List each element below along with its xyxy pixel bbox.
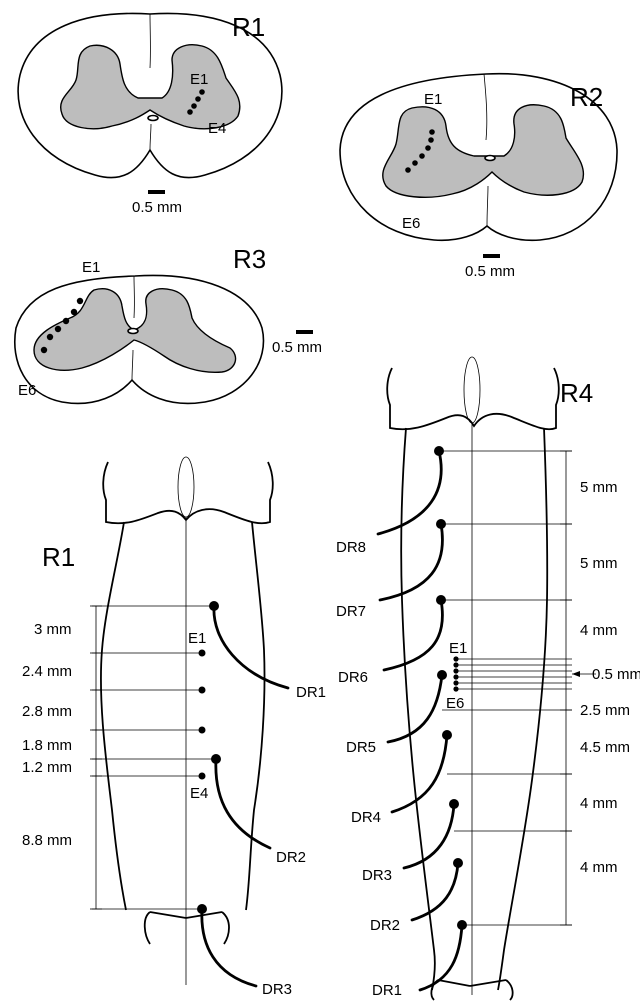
r4-cord-label: R4: [560, 378, 593, 408]
r4-distance-label: 2.5 mm: [580, 702, 630, 719]
r1-section-e4-label: E4: [208, 120, 226, 137]
r1-dr1-root: [214, 606, 288, 688]
r1-cord-right-edge: [246, 522, 265, 910]
r3-section-electrode: [77, 298, 83, 304]
r4-dr8-label: DR8: [336, 539, 366, 556]
r4-distance-label: 5 mm: [580, 555, 618, 572]
r2-section-electrode: [425, 145, 431, 151]
r1-section-electrode: [187, 109, 193, 115]
r3-central-canal: [128, 329, 138, 334]
r3-cross-section: E1 E6 R3 0.5 mm: [15, 244, 322, 403]
r1-section-electrode: [191, 103, 197, 109]
r4-cord-right-edge: [498, 428, 547, 990]
r3-section-electrode: [55, 326, 61, 332]
r2-section-electrode: [428, 137, 434, 143]
r1-cord-cuff-right: [186, 912, 229, 944]
r4-dr7-root: [380, 524, 442, 600]
r1-dr3-root: [202, 909, 256, 986]
r4-cord-cap: [387, 368, 559, 429]
r1-distance-label: 8.8 mm: [22, 832, 72, 849]
r3-section-electrode: [63, 318, 69, 324]
r4-distance-label: 4 mm: [580, 795, 618, 812]
r1-cord-left-edge: [101, 522, 126, 910]
r2-scale-label: 0.5 mm: [465, 263, 515, 280]
r3-section-electrode: [47, 334, 53, 340]
r4-dr7-label: DR7: [336, 603, 366, 620]
r4-cord-cap-ellipse: [464, 357, 480, 423]
r2-section-electrode: [419, 153, 425, 159]
r1-distance-label: 3 mm: [34, 621, 72, 638]
r2-section-e6-label: E6: [402, 215, 420, 232]
r4-cord-electrodes: [453, 656, 458, 691]
r1-cord-e1-label: E1: [188, 630, 206, 647]
r1-distance-label: 1.2 mm: [22, 759, 72, 776]
r2-scale-bar: [483, 254, 500, 258]
r4-dr2-label: DR2: [370, 917, 400, 934]
r4-dr6-root: [384, 600, 442, 670]
r2-central-canal: [485, 156, 495, 161]
r3-scale-label: 0.5 mm: [272, 339, 322, 356]
r4-distance-label: 4.5 mm: [580, 739, 630, 756]
r1-cord-cuff-left: [145, 912, 186, 944]
r1-distance-label: 2.8 mm: [22, 703, 72, 720]
r4-cord-left-edge: [401, 428, 435, 990]
r1-section-e1-label: E1: [190, 71, 208, 88]
r4-dr6-label: DR6: [338, 669, 368, 686]
r4-dr1-label: DR1: [372, 982, 402, 999]
r1-dr3-label: DR3: [262, 981, 292, 998]
r2-section-electrode: [429, 129, 435, 135]
r3-section-electrode: [41, 347, 47, 353]
r4-dr2-root: [412, 863, 458, 920]
r1-cord-e4-label: E4: [190, 785, 208, 802]
r4-cord-cuff-right: [470, 980, 513, 1000]
r2-section-label: R2: [570, 82, 603, 112]
r3-section-label: R3: [233, 244, 266, 274]
r4-dr4-label: DR4: [351, 809, 381, 826]
r2-section-electrode: [405, 167, 411, 173]
r4-dr5-label: DR5: [346, 739, 376, 756]
r4-dimension-lines: [439, 451, 596, 925]
r4-distance-label: 0.5 mm: [592, 666, 640, 683]
r1-cord-cap: [103, 462, 273, 523]
r1-section-electrode: [199, 89, 205, 95]
r1-dr1-label: DR1: [296, 684, 326, 701]
r4-distance-label: 4 mm: [580, 622, 618, 639]
r4-dr5-root: [388, 675, 442, 742]
r2-section-electrode: [412, 160, 418, 166]
r1-central-canal: [148, 116, 158, 121]
r1-cross-section: E1 E4 R1 0.5 mm: [18, 12, 282, 216]
r3-section-e6-label: E6: [18, 382, 36, 399]
r4-longitudinal-cord: R4 E1 E6 DR8 DR7 DR6 DR5: [336, 357, 640, 1000]
r1-cord-label: R1: [42, 542, 75, 572]
r1-distance-label: 2.4 mm: [22, 663, 72, 680]
r1-scale-bar: [148, 190, 165, 194]
r1-scale-label: 0.5 mm: [132, 199, 182, 216]
r4-dr8-root: [378, 451, 441, 534]
r4-dr4-root: [392, 735, 447, 812]
r4-distance-label: 4 mm: [580, 859, 618, 876]
r4-dr3-label: DR3: [362, 867, 392, 884]
r1-distance-label: 1.8 mm: [22, 737, 72, 754]
r1-longitudinal-cord: R1 E1 E4 DR1 DR2 DR3: [22, 457, 326, 998]
r1-cord-electrodes: [199, 650, 206, 780]
r4-distance-label: 5 mm: [580, 479, 618, 496]
r4-cord-e1-label: E1: [449, 640, 467, 657]
r4-dr3-root: [404, 804, 454, 868]
r3-section-electrode: [71, 309, 77, 315]
r1-dr2-label: DR2: [276, 849, 306, 866]
r4-dr1-root: [420, 925, 462, 990]
r2-cross-section: E1 E6 R2 0.5 mm: [340, 74, 617, 280]
r1-dr2-root: [216, 759, 270, 848]
r1-dimension-lines: [90, 606, 216, 909]
r4-cord-e6-label: E6: [446, 695, 464, 712]
r1-section-label: R1: [232, 12, 265, 42]
r2-section-e1-label: E1: [424, 91, 442, 108]
r1-section-electrode: [195, 96, 201, 102]
r3-scale-bar: [296, 330, 313, 334]
r3-section-e1-label: E1: [82, 259, 100, 276]
r1-cord-cap-ellipse: [178, 457, 194, 517]
